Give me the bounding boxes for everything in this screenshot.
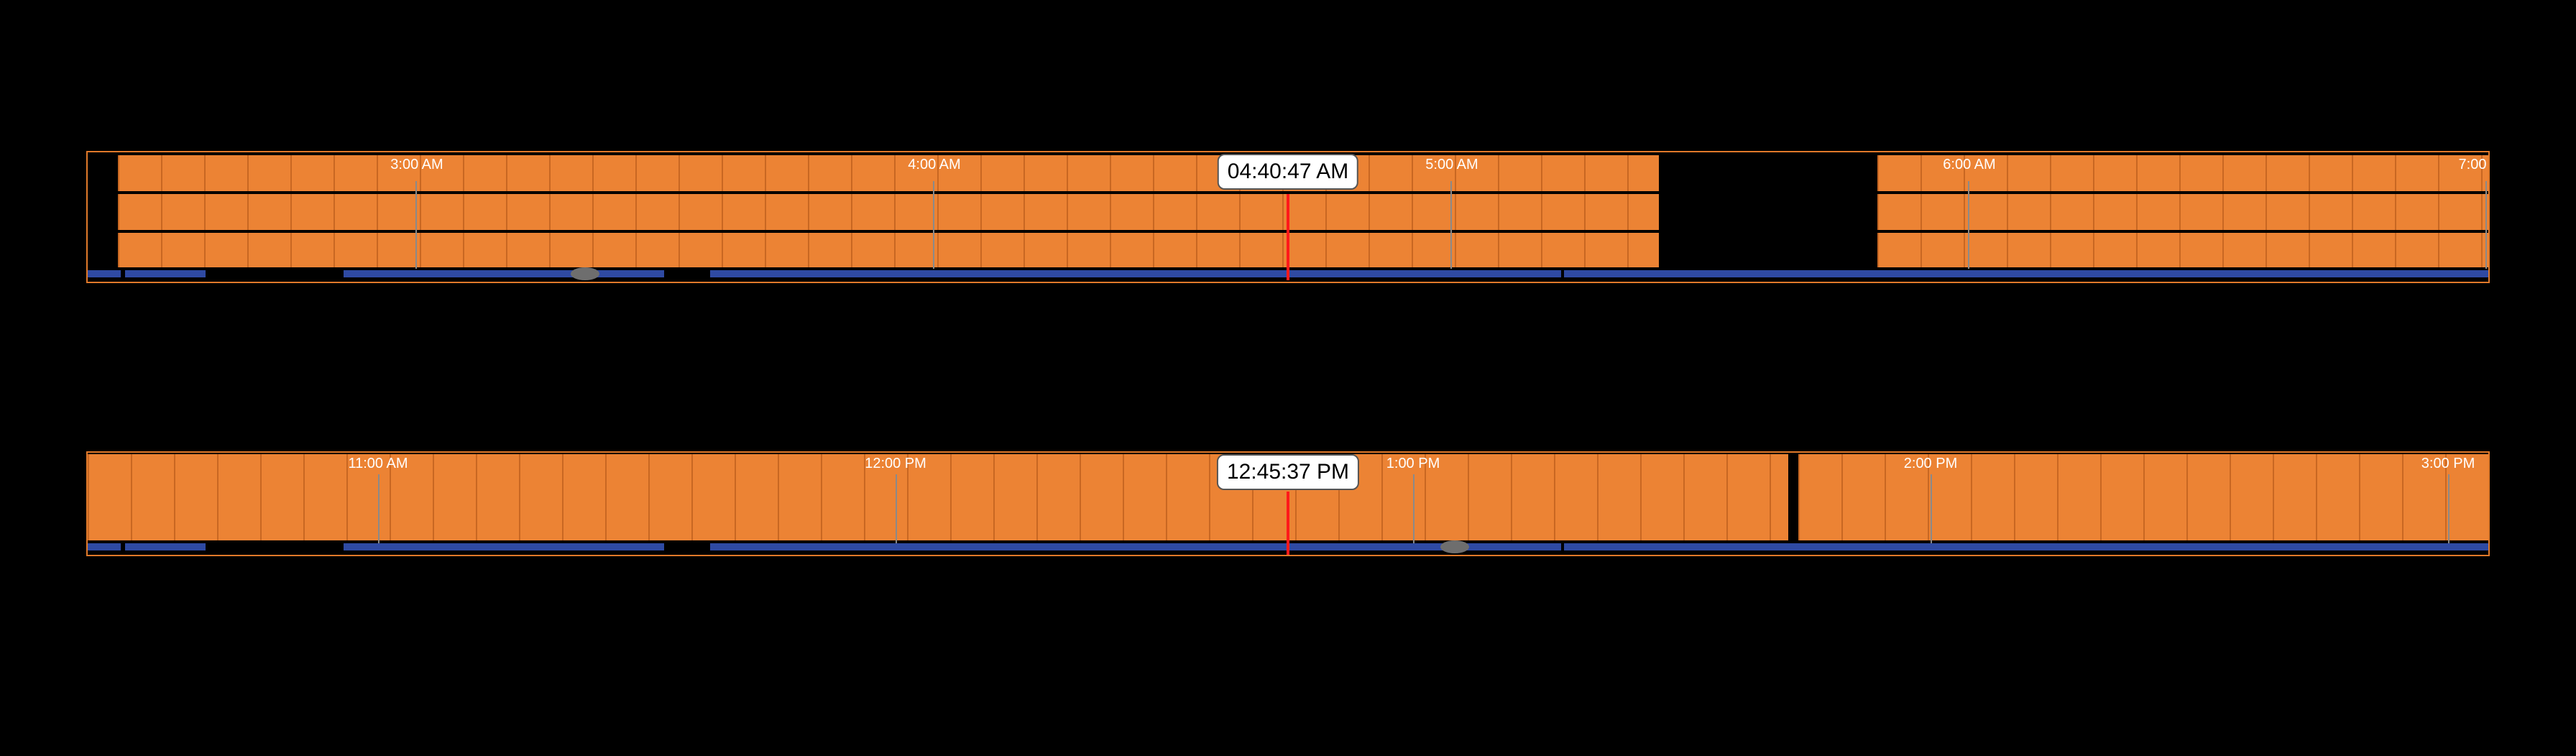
hour-tick: [933, 181, 934, 269]
tick-label: 7:00: [2458, 157, 2487, 172]
tick-label: 3:00 PM: [2421, 456, 2475, 471]
recording-segment[interactable]: [118, 155, 1659, 191]
hour-tick: [1931, 474, 1932, 550]
playhead[interactable]: [1287, 194, 1289, 280]
recording-segment[interactable]: [88, 454, 1788, 540]
hour-tick: [2485, 181, 2487, 269]
recording-segment[interactable]: [118, 233, 1659, 267]
overview-bar[interactable]: [88, 543, 2488, 550]
recording-segment[interactable]: [1798, 454, 2488, 540]
camera-track-1[interactable]: [88, 155, 2488, 191]
recording-segment[interactable]: [1877, 194, 2488, 230]
scrubber-handle[interactable]: [1440, 540, 1469, 553]
overview-bar[interactable]: [88, 270, 2488, 277]
recording-segment[interactable]: [1877, 155, 2488, 191]
recording-segment[interactable]: [1877, 233, 2488, 267]
tick-label: 1:00 PM: [1386, 456, 1440, 471]
camera-track[interactable]: [88, 454, 2488, 540]
overview-segment: [1564, 270, 2488, 277]
tick-label: 6:00 AM: [1943, 157, 1996, 172]
hour-tick: [896, 474, 897, 550]
camera-track-3[interactable]: [88, 233, 2488, 267]
tick-label: 2:00 PM: [1903, 456, 1958, 471]
tick-label: 5:00 AM: [1425, 157, 1478, 172]
overview-segment: [344, 270, 664, 277]
timeline-bottom[interactable]: 11:00 AM 12:00 PM 1:00 PM 2:00 PM 3:00 P…: [86, 451, 2490, 556]
hour-tick: [415, 181, 417, 269]
overview-segment: [125, 270, 206, 277]
hour-tick: [378, 474, 380, 550]
tick-label: 3:00 AM: [390, 157, 443, 172]
overview-segment: [710, 543, 1561, 550]
recording-segment[interactable]: [118, 194, 1659, 230]
overview-segment: [88, 543, 121, 550]
playhead[interactable]: [1287, 492, 1289, 555]
tick-label: 12:00 PM: [865, 456, 926, 471]
overview-segment: [1564, 543, 2488, 550]
overview-segment: [710, 270, 1561, 277]
current-time-label: 04:40:47 AM: [1217, 154, 1359, 190]
overview-segment: [344, 543, 664, 550]
overview-segment: [125, 543, 206, 550]
tick-label: 11:00 AM: [348, 456, 408, 471]
hour-tick: [1450, 181, 1452, 269]
hour-tick: [1413, 474, 1414, 550]
tick-label: 4:00 AM: [908, 157, 961, 172]
scrubber-handle[interactable]: [571, 267, 599, 280]
current-time-label: 12:45:37 PM: [1216, 454, 1360, 490]
overview-segment: [88, 270, 121, 277]
camera-track-2[interactable]: [88, 194, 2488, 230]
timeline-top[interactable]: 3:00 AM 4:00 AM 5:00 AM 6:00 AM 7:00 04:…: [86, 151, 2490, 283]
hour-tick: [1968, 181, 1969, 269]
hour-tick: [2448, 474, 2450, 550]
